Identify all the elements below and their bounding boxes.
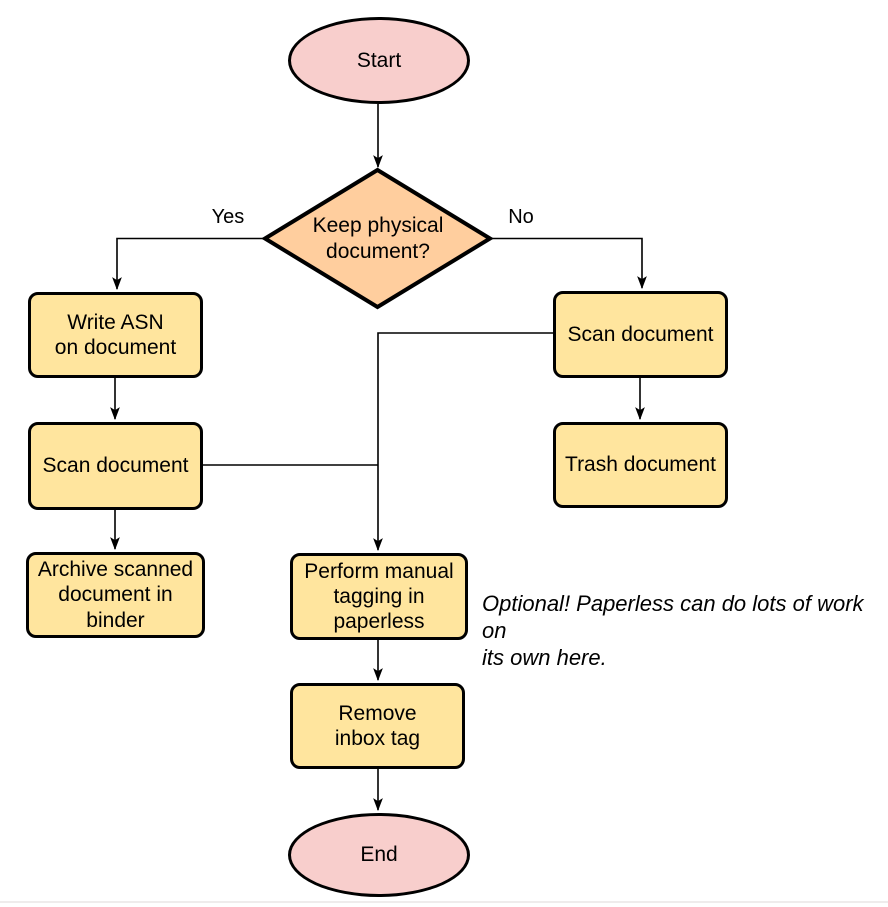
archive-node-label: Archive scanned document in binder	[37, 558, 194, 632]
edge-decision-no-to-scan-right	[489, 237, 647, 290]
start-node: Start	[288, 17, 470, 104]
edge-label-yes: Yes	[211, 206, 245, 228]
write-asn-node-label: Write ASN on document	[54, 310, 177, 359]
manual-tagging-label: Perform manual tagging in paperless	[304, 559, 454, 634]
edge-label-no: No	[508, 206, 534, 228]
trash-document-label: Trash document	[565, 453, 716, 477]
edge-scan-right-to-tagging	[373, 332, 553, 552]
remove-inbox-tag-node: Remove inbox tag	[290, 683, 465, 769]
page-bottom-divider	[0, 901, 888, 903]
scan-document-left-label: Scan document	[42, 454, 189, 478]
manual-tagging-node: Perform manual tagging in paperless	[290, 553, 468, 640]
decision-diamond-shape	[261, 167, 494, 310]
edge-decision-yes-to-write-asn	[112, 237, 266, 291]
scan-document-right-label: Scan document	[567, 322, 714, 346]
scan-document-right-node: Scan document	[553, 291, 728, 378]
archive-node: Archive scanned document in binder	[26, 552, 205, 638]
start-node-label: Start	[356, 48, 402, 72]
scan-document-left-node: Scan document	[28, 422, 203, 510]
end-node: End	[288, 813, 470, 897]
optional-note: Optional! Paperless can do lots of work …	[482, 591, 864, 671]
end-node-label: End	[360, 843, 398, 867]
decision-node-label: Keep physical document?	[312, 214, 444, 263]
write-asn-node: Write ASN on document	[28, 292, 203, 378]
trash-document-node: Trash document	[553, 422, 728, 508]
remove-inbox-tag-label: Remove inbox tag	[334, 701, 421, 750]
